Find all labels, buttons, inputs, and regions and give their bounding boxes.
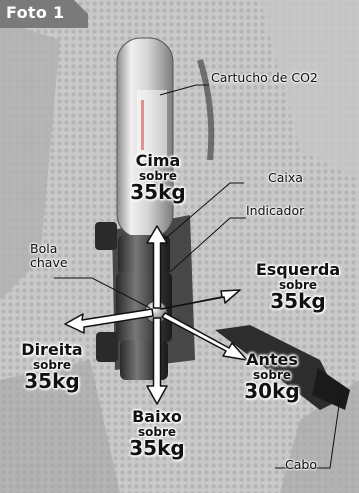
direction-down-name: Baixo [132, 407, 182, 426]
callout-cable: Cabo [285, 457, 317, 472]
direction-label-right: Esquerda sobre 35kg [246, 260, 350, 313]
direction-forward-value: 30kg [244, 378, 300, 403]
arrow-up [146, 225, 168, 309]
direction-label-left: Direita sobre 35kg [12, 340, 92, 393]
callout-case: Caixa [268, 170, 303, 185]
direction-label-down: Baixo sobre 35kg [117, 407, 197, 460]
direction-right-name: Esquerda [255, 260, 341, 279]
direction-up-name: Cima [135, 151, 181, 170]
direction-left-name: Direita [21, 340, 83, 359]
arrow-left [64, 308, 154, 334]
direction-label-up: Cima sobre 35kg [118, 151, 198, 204]
direction-label-forward: Antes sobre 30kg [232, 350, 312, 403]
arrow-down [146, 317, 168, 405]
callout-ball: Bola chave [30, 242, 68, 270]
photo-title: Foto 1 [6, 3, 65, 22]
direction-forward-sobre: sobre [252, 367, 292, 382]
callout-ball-line2: chave [30, 254, 68, 270]
callout-ball-line1: Bola [30, 241, 58, 256]
direction-arrows [64, 225, 248, 405]
strap [215, 325, 340, 410]
title-tab-shape [0, 0, 88, 28]
direction-right-value: 35kg [270, 288, 326, 313]
direction-down-value: 35kg [129, 435, 185, 460]
direction-up-value: 35kg [130, 179, 186, 204]
callout-lines [54, 84, 341, 469]
direction-right-sobre: sobre [278, 277, 318, 292]
arrow-right [160, 289, 241, 310]
arrow-forward [161, 312, 248, 361]
direction-left-sobre: sobre [32, 357, 72, 372]
direction-up-sobre: sobre [138, 168, 178, 183]
callout-indicator: Indicador [246, 203, 305, 218]
direction-forward-name: Antes [246, 350, 298, 369]
callout-cartridge: Cartucho de CO2 [211, 70, 318, 85]
direction-down-sobre: sobre [137, 424, 177, 439]
direction-left-value: 35kg [24, 368, 80, 393]
